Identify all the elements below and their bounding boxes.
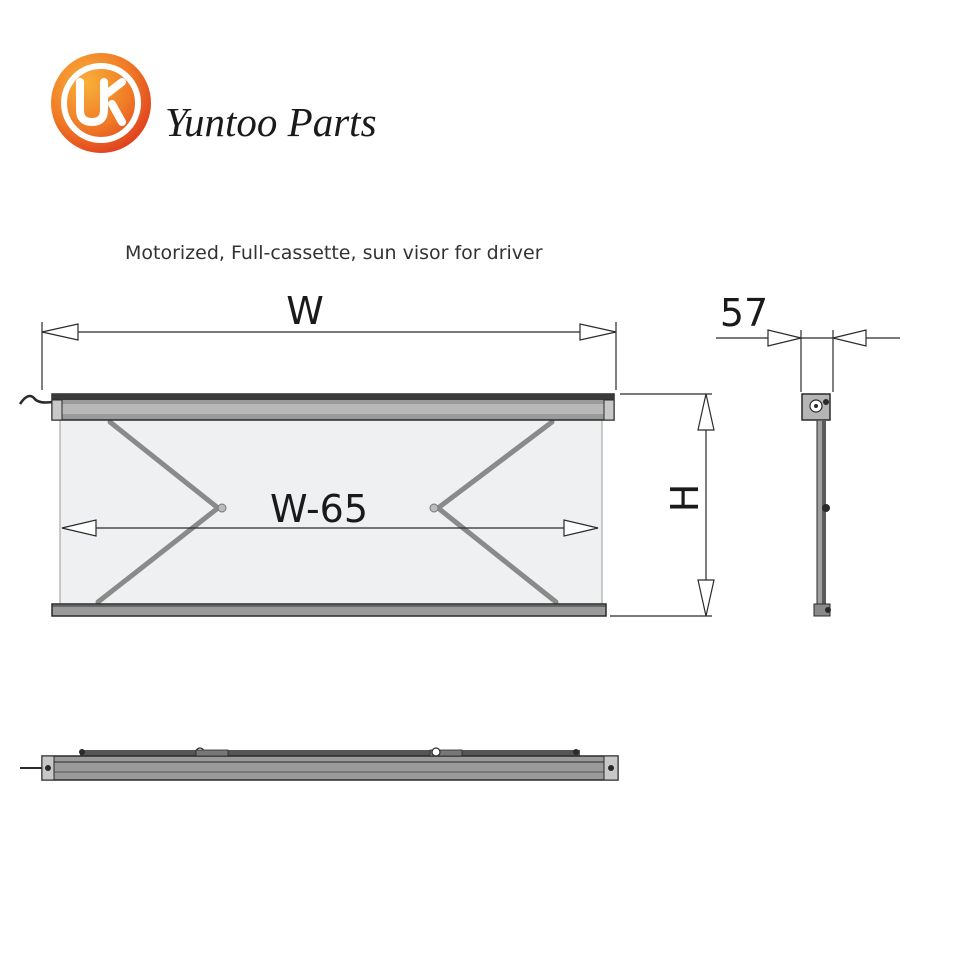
inner-width-dimension [61,519,599,537]
width-label: W [286,289,324,333]
top-view-body [41,755,619,781]
height-dimension [610,393,715,617]
visor-top-view [20,747,619,781]
diagram-caption: Motorized, Full-cassette, sun visor for … [125,242,543,264]
visor-front-view [18,393,615,617]
power-cable [18,394,53,405]
depth-dimension [716,329,900,392]
brand-logo [51,53,151,153]
cable-pulley-left [217,503,227,513]
brand-name: Yuntoo Parts [165,99,377,145]
inner-width-label: W-65 [270,487,368,531]
visor-side-view [801,393,831,617]
bottom-rail [51,603,607,617]
logo-y-mark [76,78,126,126]
height-label: H [663,484,707,513]
logo-inner-ring [61,63,141,143]
width-dimension [41,322,617,390]
cable-pulley-right [429,503,439,513]
depth-label: 57 [720,291,768,335]
